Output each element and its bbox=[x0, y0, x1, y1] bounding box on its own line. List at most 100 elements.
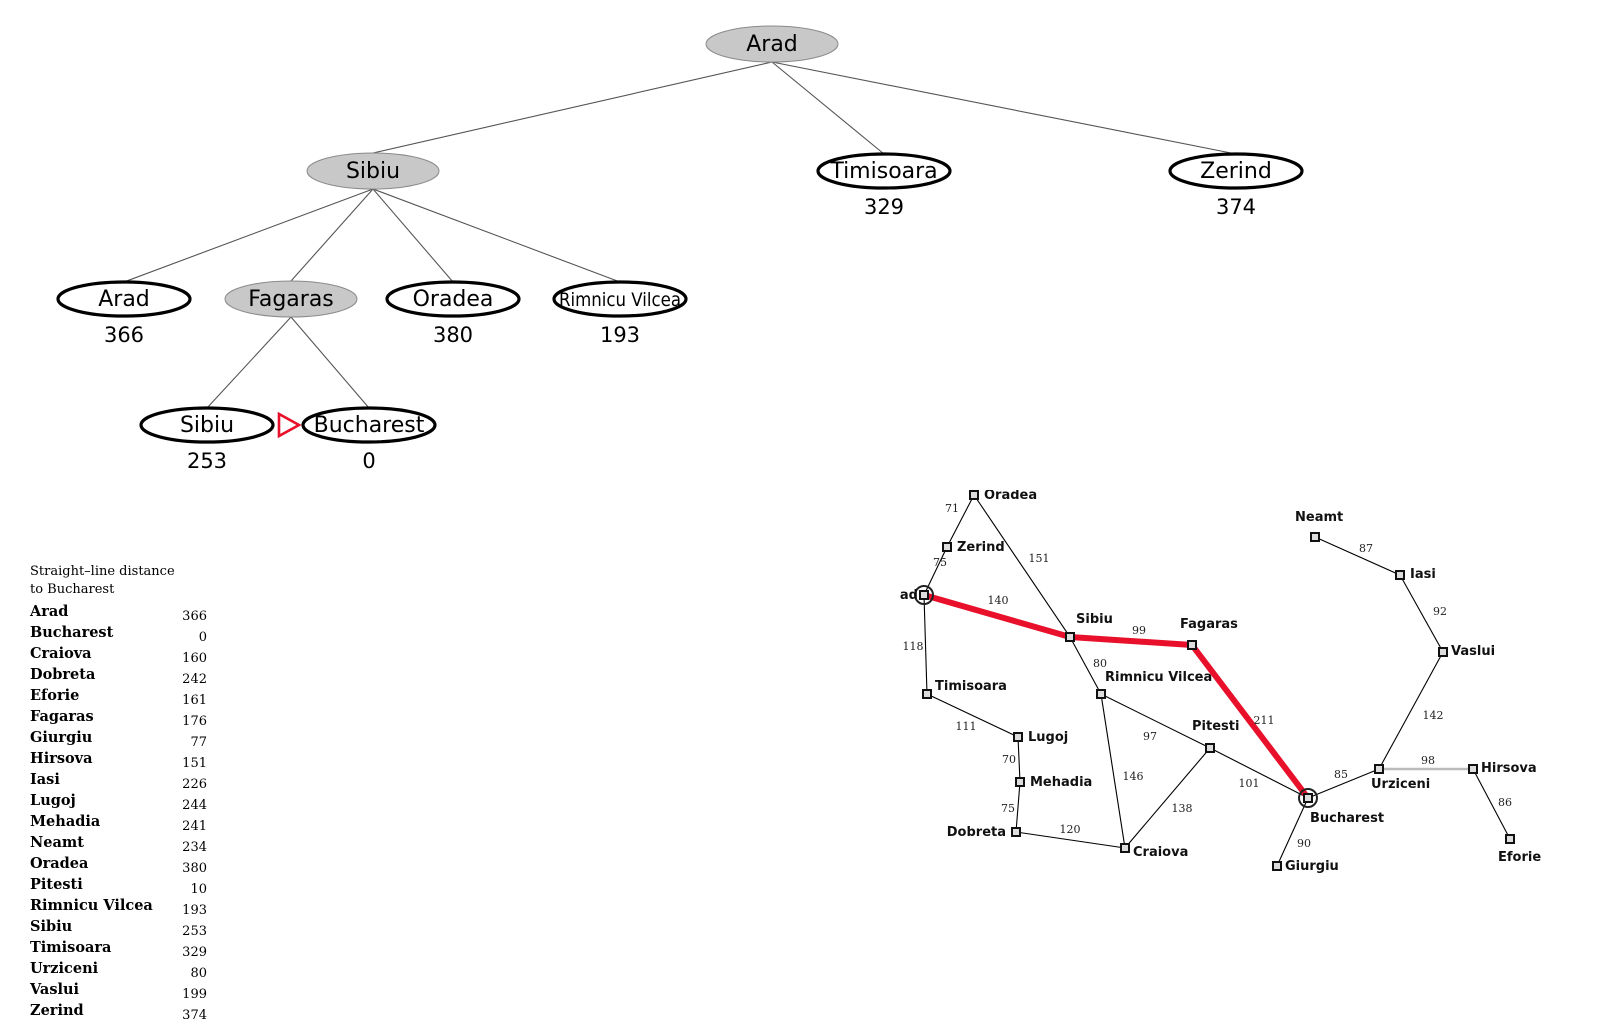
road-sibiu-rimnicu bbox=[1069, 636, 1102, 695]
road-distance-label: 80 bbox=[1093, 657, 1107, 670]
distance-value: 161 bbox=[182, 693, 207, 708]
highlight-ring bbox=[1298, 788, 1318, 808]
city-label: Craiova bbox=[1133, 845, 1188, 860]
selection-arrow-icon bbox=[277, 411, 302, 439]
tree-edge bbox=[771, 61, 1237, 155]
city-name: Timisoara bbox=[30, 939, 112, 956]
road-rimnicu-craiova bbox=[1100, 693, 1126, 849]
road-bucharest-giurgiu bbox=[1276, 797, 1309, 867]
heuristic-value: 193 bbox=[600, 323, 640, 347]
highlight-ring bbox=[914, 585, 934, 605]
distance-value: 193 bbox=[182, 903, 207, 918]
tree-edge bbox=[123, 188, 374, 283]
city-marker bbox=[1065, 632, 1075, 642]
road-distance-label: 118 bbox=[903, 640, 924, 653]
city-label: Dobreta bbox=[947, 825, 1006, 840]
city-name: Vaslui bbox=[30, 981, 80, 998]
city-hirsova: Hirsova bbox=[1468, 761, 1537, 776]
solution-path bbox=[921, 592, 1311, 801]
distance-value: 241 bbox=[182, 819, 207, 834]
tree-node-label: Bucharest bbox=[314, 413, 425, 438]
city-rimnicu: Rimnicu Vilcea bbox=[1096, 670, 1212, 699]
distance-value: 253 bbox=[182, 924, 207, 939]
city-name: Arad bbox=[30, 603, 69, 620]
road-distance-label: 86 bbox=[1498, 796, 1512, 809]
road-distance-label: 87 bbox=[1359, 542, 1373, 555]
road-distance-label: 71 bbox=[945, 502, 959, 515]
road-timisoara-lugoj bbox=[926, 693, 1019, 738]
city-label: Hirsova bbox=[1481, 761, 1537, 776]
city-label: Bucharest bbox=[1310, 811, 1384, 826]
straight-line-distance-table: Straight–line distance to Bucharest Arad… bbox=[30, 563, 215, 1023]
tree-edge bbox=[372, 188, 454, 283]
road-mehadia-dobreta bbox=[1015, 781, 1021, 833]
city-label: Timisoara bbox=[935, 679, 1007, 694]
expanded-node-shape bbox=[306, 152, 440, 190]
road-oradea-zerind bbox=[946, 494, 975, 548]
distance-value: 242 bbox=[182, 672, 207, 687]
path-segment-sibiu-fagaras bbox=[1067, 634, 1195, 648]
distance-value: 380 bbox=[182, 861, 207, 876]
distance-value: 374 bbox=[182, 1008, 207, 1023]
city-pitesti: Pitesti bbox=[1192, 719, 1239, 753]
heuristic-value: 366 bbox=[104, 323, 144, 347]
road-distance-label: 211 bbox=[1254, 714, 1275, 727]
city-eforie: Eforie bbox=[1498, 834, 1541, 865]
road-distance-label: 75 bbox=[1001, 802, 1015, 815]
distance-value: 77 bbox=[190, 735, 207, 750]
road-pitesti-bucharest bbox=[1209, 747, 1309, 799]
tree-node-label: Arad bbox=[746, 32, 798, 57]
city-marker bbox=[969, 490, 979, 500]
city-name: Giurgiu bbox=[30, 729, 93, 746]
distance-value: 0 bbox=[198, 630, 207, 645]
city-name: Bucharest bbox=[30, 624, 114, 641]
city-name: Pitesti bbox=[30, 876, 83, 893]
city-giurgiu: Giurgiu bbox=[1272, 859, 1339, 874]
city-name: Hirsova bbox=[30, 750, 93, 767]
city-marker bbox=[919, 590, 929, 600]
tree-node-arad: Arad bbox=[705, 25, 839, 63]
heuristic-value: 329 bbox=[864, 195, 904, 219]
city-marker bbox=[1205, 743, 1215, 753]
city-label: Giurgiu bbox=[1285, 859, 1339, 874]
city-sibiu: Sibiu bbox=[1065, 612, 1113, 642]
city-label: Arad bbox=[900, 588, 918, 603]
road-distance-label: 138 bbox=[1172, 802, 1193, 815]
city-marker bbox=[1438, 647, 1448, 657]
city-name: Urziceni bbox=[30, 960, 99, 977]
city-name: Rimnicu Vilcea bbox=[30, 897, 153, 914]
city-label: Pitesti bbox=[1192, 719, 1239, 734]
tree-node-sibiu: Sibiu bbox=[306, 152, 440, 190]
table-row: Bucharest 0 bbox=[30, 620, 215, 645]
road-hirsova-eforie bbox=[1472, 768, 1511, 840]
frontier-node-shape bbox=[552, 280, 688, 318]
table-title: Straight–line distance to Bucharest bbox=[30, 563, 215, 599]
tree-edge bbox=[290, 316, 370, 409]
city-marker bbox=[1096, 689, 1106, 699]
tree-node-label: Sibiu bbox=[180, 413, 234, 438]
city-label: Zerind bbox=[957, 540, 1005, 555]
city-oradea: Oradea bbox=[969, 490, 1037, 503]
road-distance-label: 151 bbox=[1029, 552, 1050, 565]
road-iasi-neamt bbox=[1314, 536, 1401, 576]
city-name: Fagaras bbox=[30, 708, 94, 725]
expanded-node-shape bbox=[705, 25, 839, 63]
road-oradea-sibiu bbox=[973, 494, 1071, 638]
tree-edge bbox=[290, 188, 374, 282]
road-lugoj-mehadia bbox=[1017, 736, 1021, 783]
city-label: Vaslui bbox=[1451, 644, 1495, 659]
